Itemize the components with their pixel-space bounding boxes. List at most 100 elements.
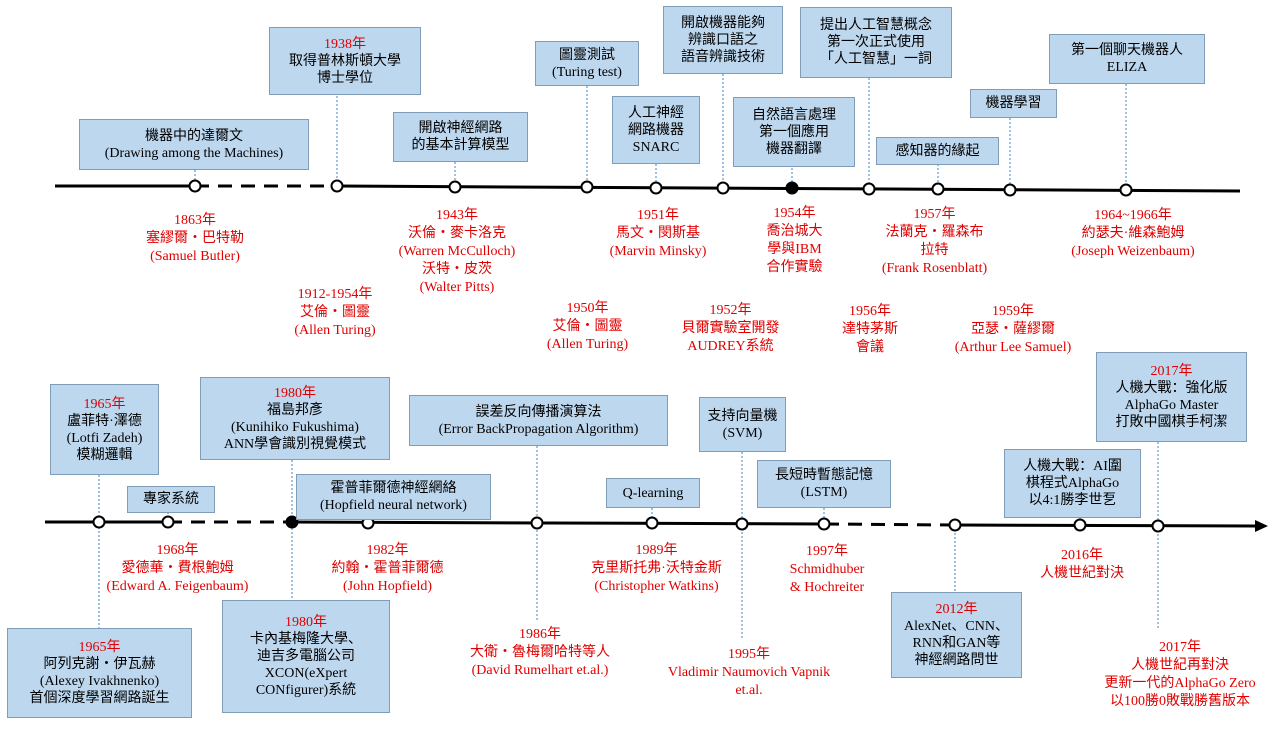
timeline-marker (785, 181, 799, 195)
event-box: 感知器的緣起 (876, 137, 999, 165)
event-label: 1989年 克里斯托弗·沃特金斯 (Christopher Watkins) (591, 543, 722, 594)
timeline-marker (862, 182, 876, 196)
event-text: 人機大戰：強化版 AlphaGo Master 打敗中國棋手柯潔 (1115, 381, 1228, 430)
timeline-marker (931, 182, 945, 196)
event-year: 1938年 (324, 36, 366, 52)
event-text: 圖靈測試 (Turing test) (552, 47, 622, 80)
event-label: 1912-1954年 艾倫・圖靈 (Allen Turing) (294, 287, 376, 338)
timeline-marker (1003, 183, 1017, 197)
event-box: Q-learning (606, 478, 700, 508)
event-label: 1952年 貝爾實驗室開發 AUDREY系統 (681, 303, 780, 354)
timeline-marker (649, 181, 663, 195)
event-box: 2012年 AlexNet、CNN、 RNN和GAN等 神經網路問世 (891, 592, 1022, 678)
timeline-marker (716, 181, 730, 195)
event-text: Q-learning (622, 485, 684, 501)
timeline-marker (161, 515, 175, 529)
event-text: 機器中的達爾文 (Drawing among the Machines) (104, 128, 284, 161)
timeline-marker (580, 180, 594, 194)
event-label: 1863年 塞繆爾・巴特勒 (Samuel Butler) (146, 213, 244, 264)
event-text: 福島邦彥 (Kunihiko Fukushima) ANN學會識別視覺模式 (223, 402, 367, 452)
event-box: 開啟神經網路 的基本計算模型 (393, 112, 528, 162)
timeline-marker (645, 516, 659, 530)
event-box: 機器學習 (970, 89, 1057, 118)
bottom-axis-dashed (824, 522, 956, 527)
event-box: 提出人工智慧概念 第一次正式使用 「人工智慧」一詞 (800, 7, 952, 78)
event-box: 第一個聊天機器人 ELIZA (1049, 34, 1205, 84)
event-box: 1965年 盧菲特·澤德 (Lotfi Zadeh) 模糊邏輯 (50, 384, 159, 475)
event-label: 1943年 沃倫・麥卡洛克 (Warren McCulloch) 沃特・皮茨 (… (398, 208, 516, 295)
event-box: 人機大戰：AI圍 棋程式AlphaGo 以4:1勝李世乭 (1004, 449, 1141, 518)
event-text: 長短時暫態記憶 (LSTM) (775, 468, 873, 500)
event-label: 2016年 人機世紀對決 (1040, 548, 1124, 581)
event-year: 1965年 (78, 640, 121, 655)
event-text: AlexNet、CNN、 RNN和GAN等 神經網路問世 (904, 619, 1009, 668)
timeline-marker (817, 517, 831, 531)
event-year: 2017年 (1150, 364, 1193, 379)
event-box: 專家系統 (127, 486, 215, 513)
event-box: 誤差反向傳播演算法 (Error BackPropagation Algorit… (409, 395, 668, 446)
event-text: 感知器的緣起 (895, 143, 980, 159)
timeline-marker (188, 179, 202, 193)
event-text: 阿列克謝・伊瓦赫 (Alexey Ivakhnenko) 首個深度學習網路誕生 (29, 657, 170, 706)
timeline-marker (1073, 518, 1087, 532)
event-box: 霍普菲爾德神經網絡 (Hopfield neural network) (296, 474, 491, 520)
event-box: 長短時暫態記憶 (LSTM) (757, 460, 891, 508)
timeline-marker (285, 515, 299, 529)
event-text: 開啟機器能夠 辨識口語之 語音辨識技術 (681, 15, 765, 65)
timeline-marker (1119, 183, 1133, 197)
event-label: 1951年 馬文・閔斯基 (Marvin Minsky) (609, 208, 707, 259)
event-year: 1965年 (83, 396, 126, 412)
event-label: 1968年 愛德華・費根鮑姆 (Edward A. Feigenbaum) (106, 543, 249, 594)
event-label: 2017年 人機世紀再對決 更新一代的AlphaGo Zero 以100勝0敗戰… (1104, 640, 1256, 709)
event-text: 開啟神經網路 的基本計算模型 (411, 121, 510, 153)
event-label: 1959年 亞瑟・薩繆爾 (Arthur Lee Samuel) (954, 304, 1072, 355)
timeline-marker (92, 515, 106, 529)
event-text: 第一個聊天機器人 ELIZA (1071, 43, 1183, 75)
event-text: 支持向量機 (SVM) (707, 408, 778, 441)
event-text: 卡內基梅隆大學、 迪吉多電腦公司 XCON(eXpert CONfigurer)… (250, 632, 362, 698)
event-box: 1938年 取得普林斯頓大學 博士學位 (269, 27, 421, 95)
event-label: 1997年 Schmidhuber & Hochreiter (789, 544, 865, 595)
event-box: 1980年 卡內基梅隆大學、 迪吉多電腦公司 XCON(eXpert CONfi… (222, 600, 390, 713)
event-text: 自然語言處理 第一個應用 機器翻譯 (752, 107, 836, 157)
event-text: 提出人工智慧概念 第一次正式使用 「人工智慧」一詞 (820, 18, 932, 67)
event-label: 1954年 喬治城大 學與IBM 合作實驗 (766, 206, 823, 275)
event-box: 自然語言處理 第一個應用 機器翻譯 (733, 97, 855, 167)
event-year: 1980年 (285, 615, 327, 630)
event-text: 人機大戰：AI圍 棋程式AlphaGo 以4:1勝李世乭 (1023, 459, 1122, 508)
event-box: 開啟機器能夠 辨識口語之 語音辨識技術 (663, 6, 783, 74)
bottom-axis-arrowhead (1255, 520, 1268, 532)
event-text: 專家系統 (143, 492, 199, 507)
event-box: 支持向量機 (SVM) (699, 397, 786, 452)
event-year: 1980年 (274, 385, 316, 401)
timeline-marker (448, 180, 462, 194)
timeline-marker (735, 517, 749, 531)
event-box: 2017年 人機大戰：強化版 AlphaGo Master 打敗中國棋手柯潔 (1096, 352, 1247, 442)
event-label: 1982年 約翰・霍普菲爾德 (John Hopfield) (331, 543, 444, 594)
event-text: 霍普菲爾德神經網絡 (Hopfield neural network) (320, 481, 467, 513)
bottom-axis-line (954, 523, 1256, 528)
event-year: 2012年 (935, 602, 978, 617)
event-text: 機器學習 (985, 96, 1042, 111)
event-box: 1980年 福島邦彥 (Kunihiko Fukushima) ANN學會識別視… (200, 377, 390, 460)
timeline-marker (948, 518, 962, 532)
event-label: 1956年 達特茅斯 會議 (842, 304, 898, 355)
timeline-marker (1151, 519, 1165, 533)
timeline-marker (530, 516, 544, 530)
event-label: 1986年 大衛・魯梅爾哈特等人 (David Rumelhart et.al.… (470, 627, 610, 678)
event-box: 人工神經 網路機器 SNARC (612, 96, 700, 164)
timeline-marker (330, 179, 344, 193)
event-label: 1964~1966年 約瑟夫·維森鮑姆 (Joseph Weizenbaum) (1071, 208, 1195, 259)
event-box: 圖靈測試 (Turing test) (535, 41, 639, 86)
event-box: 機器中的達爾文 (Drawing among the Machines) (79, 119, 309, 170)
event-text: 盧菲特·澤德 (Lotfi Zadeh) 模糊邏輯 (66, 413, 143, 463)
event-box: 1965年 阿列克謝・伊瓦赫 (Alexey Ivakhnenko) 首個深度學… (7, 628, 192, 718)
event-label: 1950年 艾倫・圖靈 (Allen Turing) (546, 301, 629, 352)
event-label: 1957年 法蘭克・羅森布 拉特 (Frank Rosenblatt) (881, 207, 988, 276)
event-text: 取得普林斯頓大學 博士學位 (289, 53, 401, 86)
event-text: 誤差反向傳播演算法 (Error BackPropagation Algorit… (438, 404, 639, 437)
event-text: 人工神經 網路機器 SNARC (628, 105, 684, 155)
event-label: 1995年 Vladimir Naumovich Vapnik et.al. (667, 647, 831, 698)
